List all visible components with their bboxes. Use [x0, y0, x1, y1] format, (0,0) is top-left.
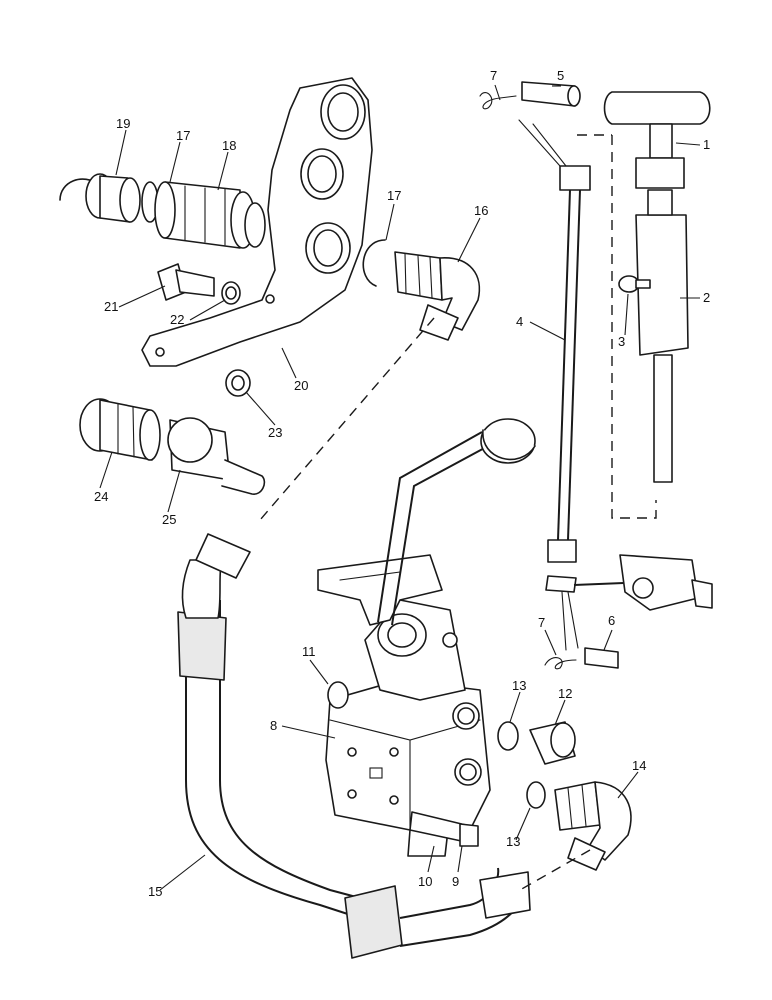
callout-24: 24: [94, 489, 108, 504]
callout-10: 10: [418, 874, 432, 889]
callout-13a: 13: [512, 678, 526, 693]
callout-8: 8: [270, 718, 277, 733]
callout-3: 3: [618, 334, 625, 349]
plug: [529, 721, 576, 765]
control-valve: [325, 599, 491, 857]
callout-20: 20: [294, 378, 308, 393]
callout-18: 18: [222, 138, 236, 153]
elbow-fitting-upper: [362, 239, 481, 341]
quick-coupling-lower: [79, 398, 266, 495]
callout-17a: 17: [387, 188, 401, 203]
callout-19: 19: [116, 116, 130, 131]
bolt-and-washers: [157, 263, 251, 397]
callout-9: 9: [452, 874, 459, 889]
callout-labels: 1 2 3 4 5 6 7 7 8 9 10 11 12 13 13 14 15…: [94, 68, 710, 899]
quick-coupling-assembly: [59, 173, 266, 249]
callout-11: 11: [302, 644, 316, 659]
callout-2: 2: [703, 290, 710, 305]
callout-7b: 7: [538, 615, 545, 630]
callout-25: 25: [162, 512, 176, 527]
leader-lines: [99, 84, 701, 891]
callout-17b: 17: [176, 128, 190, 143]
hydraulic-hose: [177, 533, 531, 959]
callout-23: 23: [268, 425, 282, 440]
callout-16: 16: [474, 203, 488, 218]
callout-4: 4: [516, 314, 523, 329]
callout-6: 6: [608, 613, 615, 628]
mounting-bracket: [141, 77, 373, 367]
callout-7a: 7: [490, 68, 497, 83]
callout-22: 22: [170, 312, 184, 327]
elbow-fitting-lower: [554, 781, 632, 871]
valve-lever: [317, 418, 536, 626]
routing-dashes: [259, 119, 591, 891]
callout-13b: 13: [506, 834, 520, 849]
callout-14: 14: [632, 758, 646, 773]
handle-assembly: [577, 91, 711, 519]
callout-1: 1: [703, 137, 710, 152]
o-rings: [327, 681, 546, 809]
callout-5: 5: [557, 68, 564, 83]
link-rod-assembly: [479, 81, 713, 670]
callout-15: 15: [148, 884, 162, 899]
callout-21: 21: [104, 299, 118, 314]
callout-12: 12: [558, 686, 572, 701]
